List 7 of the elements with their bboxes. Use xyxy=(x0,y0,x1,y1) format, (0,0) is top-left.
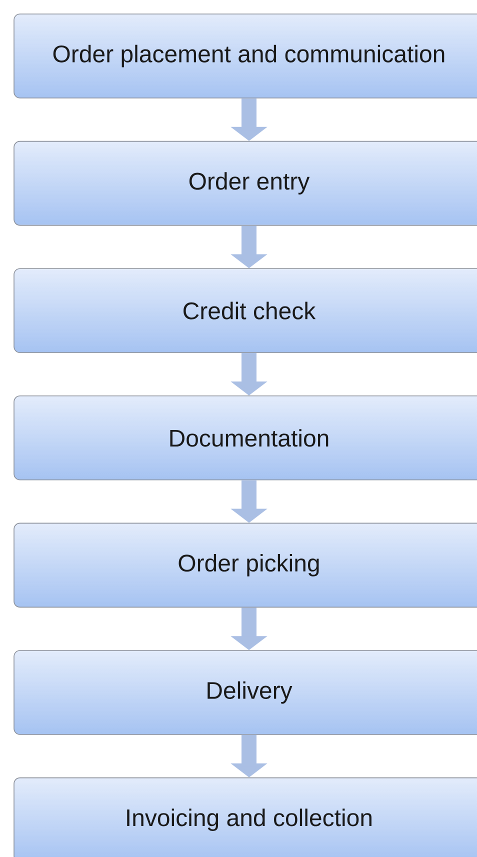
process-box: Credit check xyxy=(14,268,477,353)
process-box: Order picking xyxy=(14,522,477,608)
process-box: Order entry xyxy=(14,140,477,226)
process-box: Delivery xyxy=(14,650,477,735)
process-box: Order placement and communication xyxy=(14,14,477,98)
process-box: Documentation xyxy=(14,396,477,480)
process-box: Invoicing and collection xyxy=(14,777,477,857)
